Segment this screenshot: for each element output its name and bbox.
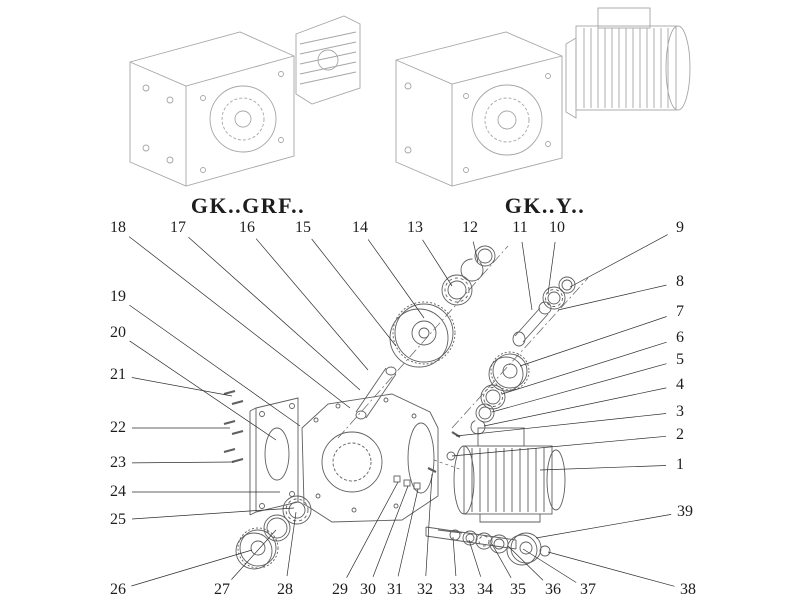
part-number-6: 6 (676, 329, 684, 346)
part-number-33: 33 (449, 581, 465, 598)
leader-line-34 (468, 539, 482, 577)
leader-line-32 (425, 473, 433, 577)
part-number-36: 36 (545, 581, 561, 598)
motor-body (575, 25, 677, 111)
part-number-16: 16 (239, 219, 255, 236)
leader-line-33 (452, 536, 457, 577)
leader-line-23 (131, 461, 235, 464)
part-number-20: 20 (110, 324, 126, 341)
part-number-18: 18 (110, 219, 126, 236)
terminal-box (597, 7, 651, 29)
part-number-34: 34 (477, 581, 493, 598)
part-number-30: 30 (360, 581, 376, 598)
leader-line-39 (535, 514, 672, 539)
part-number-35: 35 (510, 581, 526, 598)
assembly-axis-lines (337, 245, 589, 471)
part-number-32: 32 (417, 581, 433, 598)
leader-line-8 (557, 284, 667, 311)
part-number-11: 11 (512, 219, 528, 236)
motor-fan-cover (665, 25, 691, 111)
leader-line-13 (422, 239, 453, 287)
vent-bolt (451, 431, 461, 438)
input-shaft-gear-stack (355, 245, 496, 420)
leader-line-25 (131, 507, 295, 520)
leader-line-28 (286, 511, 297, 577)
leader-line-11 (521, 241, 533, 311)
leader-line-14 (367, 239, 425, 319)
leader-lines (128, 234, 675, 587)
flange-bolts (223, 389, 244, 464)
leader-line-29 (346, 481, 399, 578)
part-number-7: 7 (676, 303, 684, 320)
gear-housing (301, 393, 439, 523)
leader-line-31 (397, 488, 419, 577)
part-number-19: 19 (110, 288, 126, 305)
part-number-38: 38 (680, 581, 696, 598)
part-number-25: 25 (110, 511, 126, 528)
model-label-grf: GK..GRF.. (190, 193, 306, 218)
part-number-22: 22 (110, 419, 126, 436)
part-number-23: 23 (110, 454, 126, 471)
part-number-28: 28 (277, 581, 293, 598)
leader-line-5 (491, 363, 667, 413)
leader-line-37 (522, 548, 577, 583)
motor-terminal-box (477, 427, 525, 447)
leader-line-30 (372, 485, 409, 578)
leader-line-26 (131, 549, 253, 587)
leader-line-27 (231, 529, 277, 580)
leader-line-36 (507, 545, 544, 581)
part-number-1: 1 (676, 456, 684, 473)
part-number-4: 4 (676, 376, 684, 393)
leader-line-19 (129, 304, 301, 427)
part-number-24: 24 (110, 483, 126, 500)
gearbox-grf-drawing (129, 15, 361, 187)
leader-line-1 (539, 465, 667, 471)
electric-motor (453, 427, 566, 523)
flange-fasteners (393, 467, 437, 490)
leader-line-12 (472, 241, 479, 263)
part-number-5: 5 (676, 351, 684, 368)
part-number-27: 27 (214, 581, 230, 598)
fin-block (295, 15, 361, 105)
part-number-39: 39 (677, 503, 693, 520)
output-cover-parts (235, 495, 312, 570)
leader-line-21 (131, 377, 233, 397)
bevel-pinion-stack (446, 276, 576, 461)
mounting-flange (223, 389, 299, 516)
part-number-14: 14 (352, 219, 368, 236)
leader-line-35 (491, 543, 512, 578)
part-number-13: 13 (407, 219, 423, 236)
leader-line-17 (188, 237, 361, 391)
part-number-26: 26 (110, 581, 126, 598)
leader-line-18 (128, 236, 351, 409)
exploded-view (223, 245, 589, 570)
part-number-8: 8 (676, 273, 684, 290)
part-number-9: 9 (676, 219, 684, 236)
part-number-29: 29 (332, 581, 348, 598)
part-number-31: 31 (387, 581, 403, 598)
leader-line-15 (311, 238, 397, 347)
part-number-10: 10 (549, 219, 565, 236)
part-number-37: 37 (580, 581, 596, 598)
gearbox-y-drawing (395, 7, 691, 187)
output-shaft-assembly (425, 526, 551, 566)
leader-line-7 (519, 316, 667, 367)
leader-line-38 (547, 551, 675, 587)
leader-line-3 (455, 413, 667, 437)
leader-line-10 (547, 241, 556, 295)
leader-line-16 (255, 238, 369, 371)
part-number-15: 15 (295, 219, 311, 236)
leader-line-4 (483, 387, 667, 427)
leader-line-9 (569, 234, 668, 288)
part-number-3: 3 (676, 403, 684, 420)
part-number-12: 12 (462, 219, 478, 236)
leader-line-2 (451, 435, 667, 457)
leader-line-6 (501, 341, 667, 395)
part-number-17: 17 (170, 219, 186, 236)
model-label-y: GK..Y.. (504, 193, 586, 218)
part-number-2: 2 (676, 426, 684, 443)
part-number-21: 21 (110, 366, 126, 383)
